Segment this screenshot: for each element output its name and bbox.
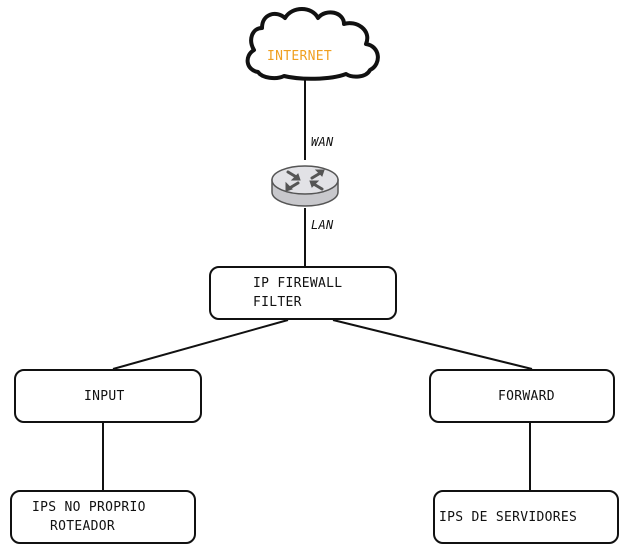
- internet-label: INTERNET: [267, 49, 333, 64]
- lan-label: LAN: [311, 218, 334, 232]
- forward-target-label: IPS DE SERVIDORES: [439, 510, 578, 525]
- firewall-filter-node[interactable]: IP FIREWALL FILTER: [209, 266, 397, 320]
- forward-label: FORWARD: [498, 389, 555, 404]
- cloud-icon: [245, 7, 380, 81]
- forward-target-node[interactable]: IPS DE SERVIDORES: [433, 490, 619, 544]
- forward-chain-node[interactable]: FORWARD: [429, 369, 615, 423]
- input-target-line2: ROTEADOR: [50, 519, 116, 534]
- input-target-line1: IPS NO PROPRIO: [32, 500, 146, 515]
- firewall-label-line2: FILTER: [253, 295, 302, 310]
- firewall-label-line1: IP FIREWALL: [253, 276, 343, 291]
- input-label: INPUT: [84, 389, 125, 404]
- input-target-node[interactable]: IPS NO PROPRIO ROTEADOR: [10, 490, 196, 544]
- router-icon: [271, 165, 339, 207]
- firewall-input-line: [112, 319, 289, 370]
- firewall-forward-line: [332, 319, 533, 370]
- input-chain-node[interactable]: INPUT: [14, 369, 202, 423]
- wan-label: WAN: [311, 135, 334, 149]
